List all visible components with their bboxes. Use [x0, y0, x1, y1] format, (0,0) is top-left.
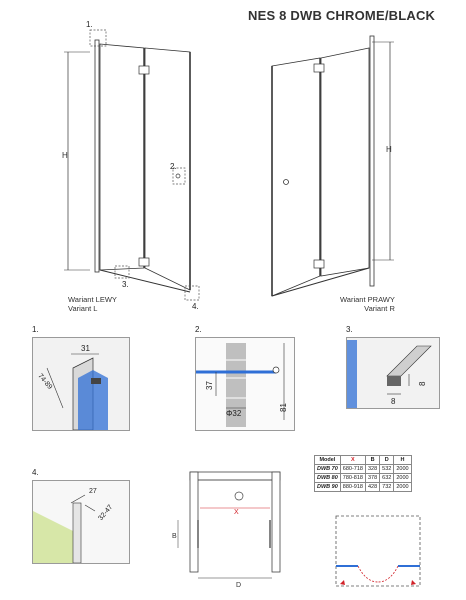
callout-3: 3. — [122, 280, 129, 289]
header-d: D — [379, 455, 395, 465]
cell: 2000 — [393, 473, 412, 483]
plan-dim-x: X — [234, 509, 239, 516]
height-label-left: H — [62, 151, 68, 160]
detail-2-label: 2. — [195, 325, 202, 334]
variant-right-pl: Wariant PRAWY — [340, 295, 395, 304]
right-variant-elevation: H — [271, 35, 394, 297]
cell: 632 — [379, 473, 395, 483]
plan-dim-d: D — [236, 582, 241, 589]
header-b: B — [364, 455, 381, 465]
cell: DWB 90 — [314, 482, 341, 492]
cell: DWB 70 — [314, 464, 341, 474]
variant-right-en: Variant R — [364, 304, 395, 313]
cell: 2000 — [393, 464, 412, 474]
table-row: DWB 80 780-818 378 632 2000 — [314, 473, 412, 483]
detail-2-dim-c: Φ32 — [226, 409, 242, 418]
variant-left-en: Variant L — [68, 304, 98, 313]
detail-2-dim-b: 81 — [279, 403, 288, 412]
detail-3-box: 8 8 — [346, 337, 440, 409]
cell: 532 — [379, 464, 395, 474]
cell: 378 — [364, 473, 381, 483]
left-variant-elevation: H — [62, 29, 200, 301]
detail-1-dim-a: 31 — [81, 344, 90, 353]
detail-4-dim-a: 27 — [89, 488, 97, 495]
cell: 428 — [364, 482, 381, 492]
detail-2-dim-a: 37 — [205, 381, 214, 390]
callout-2: 2. — [170, 162, 177, 171]
cell: 328 — [364, 464, 381, 474]
callout-1: 1. — [86, 20, 93, 29]
variant-left-pl: Wariant LEWY — [68, 295, 117, 304]
header-h: H — [393, 455, 412, 465]
detail-2-box: 37 81 Φ32 — [195, 337, 295, 431]
door-swing-diagram — [335, 515, 421, 587]
cell: 780-818 — [339, 473, 366, 483]
cell: 732 — [379, 482, 395, 492]
variant-left-label: Wariant LEWY Variant L — [68, 295, 117, 313]
cell: 680-718 — [339, 464, 366, 474]
detail-3-label: 3. — [346, 325, 353, 334]
detail-4-dim-b: 32-47 — [97, 504, 114, 522]
plan-dim-b: B — [172, 533, 177, 540]
cell: 2000 — [393, 482, 412, 492]
detail-1-dim-b: 74-89 — [36, 373, 53, 391]
detail-3-dim-a: 8 — [418, 381, 427, 386]
detail-4-label: 4. — [32, 468, 39, 477]
cell: 880-918 — [339, 482, 366, 492]
table-row: DWB 70 680-718 328 532 2000 — [314, 464, 412, 474]
header-model: Model — [314, 455, 341, 465]
detail-1-label: 1. — [32, 325, 39, 334]
detail-4-box: 27 32-47 — [32, 480, 130, 564]
header-x: X — [339, 455, 366, 465]
height-label-right: H — [386, 145, 392, 154]
spec-table: Model X B D H DWB 70 680-718 328 532 200… — [314, 455, 412, 492]
table-row: DWB 90 880-918 428 732 2000 — [314, 482, 412, 492]
detail-1-box: 31 74-89 — [32, 337, 130, 431]
variant-right-label: Wariant PRAWY Variant R — [340, 295, 395, 313]
page-title: NES 8 DWB CHROME/BLACK — [248, 8, 436, 23]
detail-3-dim-b: 8 — [391, 397, 396, 406]
plan-view: X B D — [172, 471, 281, 589]
cell: DWB 80 — [314, 473, 341, 483]
callout-4: 4. — [192, 302, 199, 311]
